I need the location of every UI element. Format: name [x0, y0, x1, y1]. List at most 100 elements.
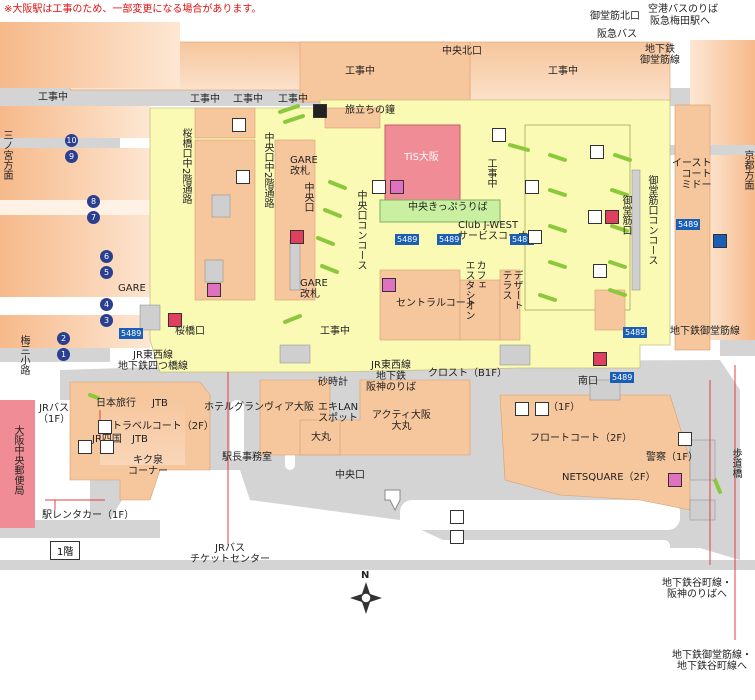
- restroom-icon-2: [492, 128, 506, 142]
- club-jwest-label: Club J-WEST サービスコーナー: [458, 220, 538, 242]
- midosuji-tanimachi-label: 地下鉄御堂筋線・ 地下鉄谷町線へ: [672, 650, 752, 672]
- construction-label-6: 工事中: [278, 94, 308, 105]
- compass-north-label: N: [361, 570, 370, 581]
- exit-number-9: 9: [65, 150, 78, 163]
- gare-label: GARE: [118, 283, 146, 294]
- chuo-ticket-office-label: 中央きっぷうりば: [408, 202, 488, 213]
- heart-icon: [605, 210, 619, 224]
- chuo-gate-label: 中央口: [302, 182, 313, 212]
- tis-osaka-label: TiS大阪: [404, 152, 439, 163]
- exit-number-6: 6: [100, 250, 113, 263]
- midosuji-north-exit-label: 御堂筋北口: [590, 11, 640, 22]
- kyoto-direction-label: 京都方面: [742, 150, 753, 190]
- chuo-north-exit-label: 中央北口: [442, 46, 482, 57]
- ticket-5489-marker-5: 5489: [119, 328, 144, 339]
- travel-court-label: トラベルコート（2F）: [112, 421, 214, 432]
- restroom-icon-5: [78, 440, 92, 454]
- leader-lines: [45, 365, 736, 640]
- crost-label: クロスト（B1F）: [428, 368, 507, 379]
- float-court-label: フロートコート（2F）: [530, 433, 633, 444]
- hankyu-bus-label: 阪急バス: [597, 29, 637, 40]
- umeda-alley-label: 梅三小路: [18, 335, 29, 375]
- south-exit-label: 南口: [578, 376, 598, 387]
- restroom-icon-4: [528, 230, 542, 244]
- restroom-icon-6: [515, 402, 529, 416]
- gare-gate-label-2: GARE 改札: [300, 278, 328, 300]
- locker-icon-2: [590, 145, 604, 159]
- sannomiya-direction-label: 三ノ宮方面: [1, 130, 12, 180]
- central-court-label: セントラルコート: [396, 298, 476, 309]
- stationmaster-office-label: 駅長事務室: [222, 452, 272, 463]
- stairs: [88, 104, 722, 494]
- locker-icon-3: [588, 210, 602, 224]
- departure-bell-label: 旅立ちの鐘: [345, 105, 395, 116]
- compass-rose: [350, 582, 382, 614]
- bus-icon-3: [450, 510, 464, 524]
- daimaru-label: 大丸: [311, 432, 331, 443]
- tanimachi-hanshin-label: 地下鉄谷町線・ 阪神のりばへ: [662, 578, 732, 600]
- construction-label-8: 工事中: [320, 326, 350, 337]
- ticket-5489-marker-7: 5489: [610, 372, 635, 383]
- restroom-icon-7: [678, 432, 692, 446]
- nippon-travel-label: 日本旅行: [96, 398, 136, 409]
- shop-icon-3: [382, 278, 396, 292]
- ticket-5489-marker-6: 5489: [623, 327, 648, 338]
- exit-number-7: 7: [87, 211, 100, 224]
- airport-bus-label: 空港バスのりば: [648, 4, 718, 15]
- hankyu-umeda-label: 阪急梅田駅へ: [650, 16, 710, 27]
- subway-midosuji-label: 地下鉄 御堂筋線: [640, 44, 680, 66]
- exit-number-2: 2: [57, 332, 70, 345]
- ticket-5489-marker-3: 5489: [510, 234, 535, 245]
- exit-number-5: 5: [100, 266, 113, 279]
- jtb-label-1: JTB: [152, 398, 168, 409]
- jr-tozai-hanshin-label: JR東西線 地下鉄 阪神のりば: [366, 360, 416, 393]
- jr-bus-label: JRバス （1F）: [38, 403, 71, 425]
- midosuji-gate-label: 御堂筋口: [620, 195, 631, 235]
- netsquare-label: NETSQUARE（2F）: [562, 472, 656, 483]
- chuo-mezzanine-label: 中央口中2階通路: [262, 132, 273, 209]
- construction-label-1: 工事中: [345, 66, 375, 77]
- jr-tozai-yotsubashi-label: JR東西線 地下鉄四つ橋線: [118, 350, 188, 372]
- shop-icon: [390, 180, 404, 194]
- midosuji-concourse-label: 御堂筋口コンコース: [646, 175, 657, 265]
- shop-icon-2: [207, 283, 221, 297]
- bus-icon-2: [535, 402, 549, 416]
- exit-number-1: 1: [57, 348, 70, 361]
- ticket-5489-marker-4: 5489: [676, 219, 701, 230]
- acty-osaka-label: アクティ大阪 大丸: [372, 410, 431, 432]
- shop-icon-4: [668, 473, 682, 487]
- subway-icon: [713, 234, 727, 248]
- construction-label-5: 工事中: [233, 94, 263, 105]
- info-icon: [372, 180, 386, 194]
- bus-icon: [98, 420, 112, 434]
- subway-midosuji-south-label: 地下鉄御堂筋線: [670, 326, 740, 337]
- east-court-label: イースト コート ミドー: [672, 158, 712, 191]
- construction-label-7: 工事中: [485, 158, 496, 188]
- osaka-post-office-label: 大阪中央郵便局: [12, 425, 23, 495]
- hotel-granvia-label: ホテルグランヴィア大阪: [204, 402, 314, 413]
- sand-clock-label: 砂時計: [318, 377, 348, 388]
- one-f-label: （1F）: [548, 402, 581, 413]
- tis-block: [384, 124, 461, 201]
- locker-icon-4: [593, 264, 607, 278]
- east-buildings: [690, 40, 755, 340]
- locker-icon: [236, 170, 250, 184]
- jr-bus-ticket-center-label: JRバス チケットセンター: [190, 543, 270, 565]
- kikuizumi-corner-label: キク泉 コーナー: [128, 455, 168, 477]
- chuo-concourse-label: 中央口コンコース: [355, 190, 366, 270]
- sakurabashi-exit-label: 桜橋口: [175, 326, 205, 337]
- gare-gate-label: GARE 改札: [290, 155, 318, 177]
- pedestrian-bridge-label: 歩道橋: [730, 448, 741, 478]
- heart-icon-3: [168, 313, 182, 327]
- construction-label-3: 工事中: [38, 92, 68, 103]
- ticket-5489-marker-1: 5489: [395, 234, 420, 245]
- jr-shikoku-label: JR四国: [92, 434, 122, 445]
- construction-label-4: 工事中: [190, 94, 220, 105]
- restroom-icon-3: [525, 180, 539, 194]
- exit-number-3: 3: [100, 314, 113, 327]
- floor-indicator: 1階: [50, 541, 81, 560]
- chuo-exit-south-label: 中央口: [335, 470, 365, 481]
- exit-number-4: 4: [100, 298, 113, 311]
- jr-shikoku-icon: [100, 440, 114, 454]
- construction-notice: ※大阪駅は工事のため、一部変更になる場合があります。: [4, 4, 262, 15]
